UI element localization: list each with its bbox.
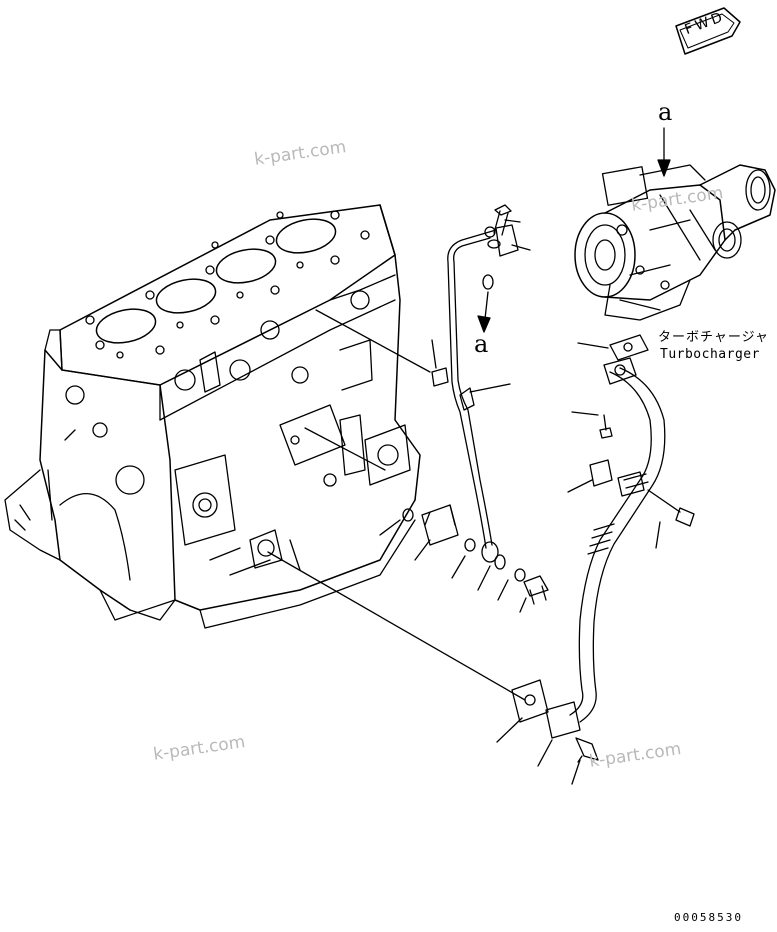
leader-line bbox=[431, 339, 437, 369]
leader-line bbox=[511, 244, 531, 251]
bolt-clip bbox=[647, 489, 695, 527]
bolt-top bbox=[493, 204, 521, 236]
washer-a bbox=[464, 538, 476, 552]
leader-line bbox=[655, 521, 661, 549]
engine-block bbox=[4, 204, 421, 629]
callout-arrow-top bbox=[657, 127, 671, 177]
leader-line bbox=[496, 717, 523, 743]
leader-line bbox=[315, 309, 431, 373]
callout-arrow-pipe bbox=[477, 291, 491, 333]
leader-line bbox=[267, 551, 526, 701]
part-name-en: Turbocharger bbox=[660, 347, 760, 362]
fwd-arrow-icon bbox=[675, 7, 741, 55]
leader-line bbox=[567, 479, 593, 493]
callout-label-top: a bbox=[658, 98, 673, 126]
leader-line bbox=[577, 342, 609, 349]
gasket-block bbox=[511, 679, 549, 723]
drain-flange bbox=[545, 701, 581, 739]
gasket-turbo bbox=[609, 334, 649, 361]
document-number: 00058530 bbox=[674, 911, 743, 924]
washer-lower bbox=[482, 274, 494, 290]
washer-top bbox=[487, 239, 501, 249]
o-ring bbox=[402, 508, 414, 522]
nipple-upper bbox=[431, 367, 449, 387]
turbocharger bbox=[574, 164, 776, 321]
leader-line bbox=[304, 427, 386, 471]
callout-label-pipe: a bbox=[474, 330, 489, 358]
bolt-drain-lower bbox=[575, 737, 599, 763]
leader-lines-group bbox=[537, 739, 581, 785]
part-name-jp: ターボチャージャ bbox=[658, 330, 769, 345]
connector-nipple bbox=[421, 504, 459, 546]
washer-b bbox=[494, 554, 506, 570]
oil-drain-pipe bbox=[569, 357, 666, 723]
clip bbox=[623, 473, 649, 489]
leader-lines-group bbox=[379, 519, 527, 613]
washer-c bbox=[514, 568, 526, 582]
leader-line bbox=[469, 383, 511, 393]
leader-line bbox=[571, 411, 599, 416]
sleeve bbox=[589, 459, 613, 487]
oil-inlet-pipe bbox=[447, 224, 519, 563]
union-bolt bbox=[523, 575, 549, 605]
bolt-drain-flange bbox=[599, 414, 613, 439]
